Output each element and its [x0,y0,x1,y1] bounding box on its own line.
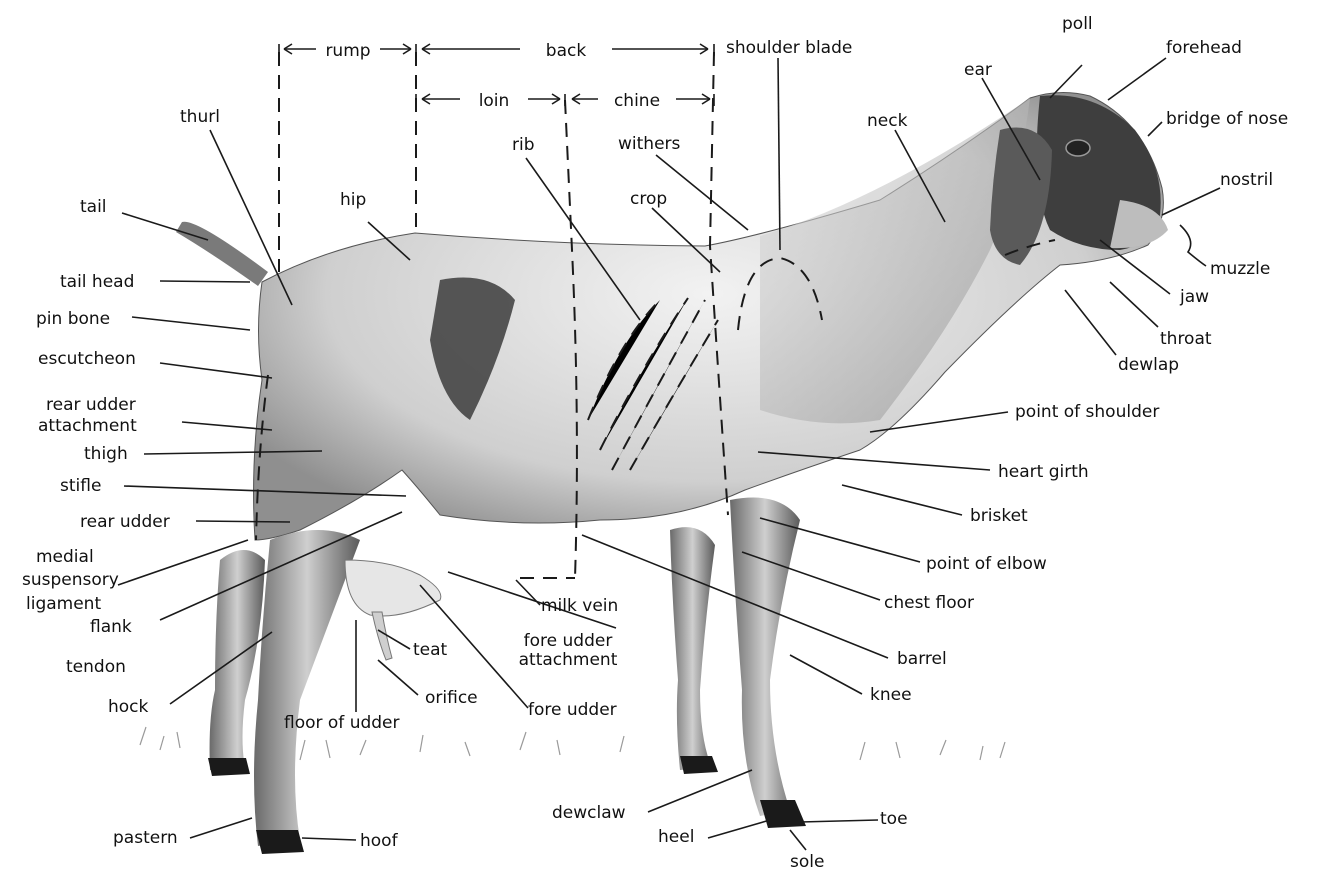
label-tail-head: tail head [60,272,134,292]
label-throat: throat [1160,329,1212,349]
goat-illustration [140,52,1168,854]
label-poll: poll [1062,14,1093,34]
label-medial-3: ligament [26,594,101,614]
label-tail: tail [80,197,107,217]
label-sole: sole [790,852,824,872]
label-rear-udder-attachment-1: rear udder [46,395,136,415]
udder-shape [345,560,441,616]
label-heart-girth: heart girth [998,462,1089,482]
label-hip: hip [340,190,366,210]
label-tendon: tendon [66,657,126,677]
label-rump: rump [325,41,370,61]
region-labels: rump back loin chine [325,41,660,111]
label-thigh: thigh [84,444,128,464]
hoof-front-far [680,756,718,774]
label-milk-vein: milk vein [541,596,618,616]
label-rear-udder: rear udder [80,512,170,532]
label-medial-1: medial [36,547,94,567]
label-fore-udder-attachment-1: fore udder [524,631,613,651]
label-hock: hock [108,697,149,717]
label-jaw: jaw [1179,287,1209,307]
label-medial-2: suspensory [22,570,119,590]
fore-leg-far [670,527,715,770]
label-hoof: hoof [360,831,399,851]
label-escutcheon: escutcheon [38,349,136,369]
label-dewlap: dewlap [1118,355,1179,375]
label-heel: heel [658,827,694,847]
label-back: back [546,41,587,61]
label-pin-bone: pin bone [36,309,110,329]
label-chine: chine [614,91,660,111]
tail-shape [176,222,268,286]
label-rear-udder-attachment-2: attachment [38,416,137,436]
label-forehead: forehead [1166,38,1242,58]
hoof-front [760,800,806,828]
label-barrel: barrel [897,649,947,669]
label-pastern: pastern [113,828,178,848]
label-loin: loin [479,91,510,111]
label-muzzle: muzzle [1210,259,1270,279]
label-thurl: thurl [180,107,220,127]
label-shoulder-blade: shoulder blade [726,38,852,58]
label-dewclaw: dewclaw [552,803,626,823]
label-bridge-of-nose: bridge of nose [1166,109,1288,129]
label-fore-udder-attachment-2: attachment [519,650,618,670]
label-floor-of-udder: floor of udder [284,713,400,733]
fore-leg-near [730,498,800,817]
label-crop: crop [630,189,667,209]
hoof-rear [256,830,304,854]
label-orifice: orifice [425,688,478,708]
label-toe: toe [880,809,908,829]
label-ear: ear [964,60,992,80]
label-rib: rib [512,135,535,155]
label-teat: teat [413,640,448,660]
eye-shape [1066,140,1090,156]
label-nostril: nostril [1220,170,1273,190]
label-flank: flank [90,617,132,637]
label-point-of-shoulder: point of shoulder [1015,402,1159,422]
label-chest-floor: chest floor [884,593,974,613]
label-fore-udder: fore udder [528,700,617,720]
label-knee: knee [870,685,912,705]
label-withers: withers [618,134,681,154]
hind-leg-near [254,530,360,846]
hoof-rear-far [208,758,250,776]
label-stifle: stifle [60,476,101,496]
label-point-of-elbow: point of elbow [926,554,1047,574]
label-neck: neck [867,111,908,131]
label-brisket: brisket [970,506,1028,526]
